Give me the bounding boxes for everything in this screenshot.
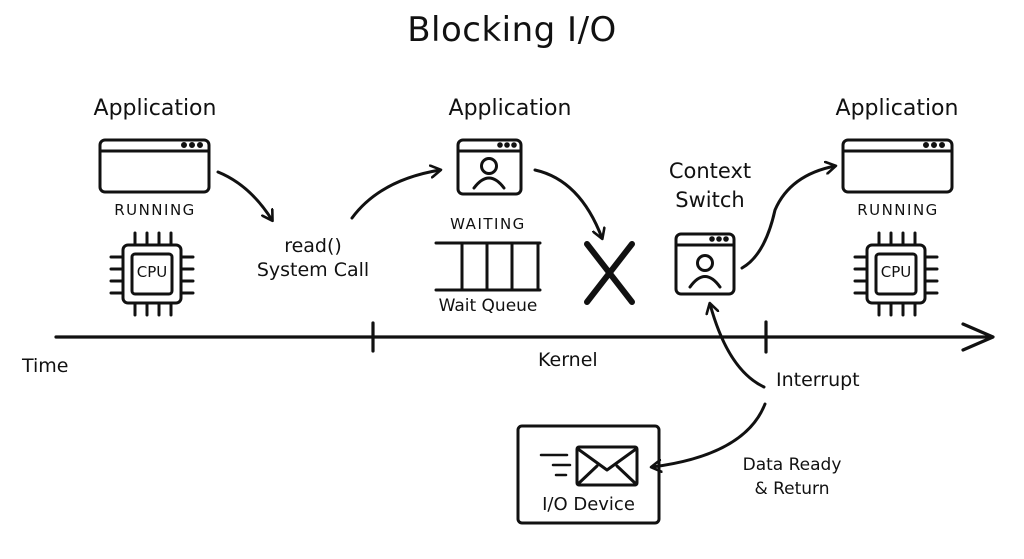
stage-3-app-label: Application [835,96,959,121]
interrupt-arrow [710,304,766,389]
stage-3-state: RUNNING [857,201,939,219]
app-window-icon [841,138,954,194]
time-label: Time [22,355,69,377]
context-switch-window-icon [674,232,736,296]
wait-queue-label: Wait Queue [438,296,538,316]
interrupt-label: Interrupt [776,369,860,391]
stage-1-cpu-label: CPU [136,263,168,281]
data-ready-line-2: & Return [754,479,830,499]
cpu-icon [853,231,939,317]
arrow-to-block [533,168,602,238]
arrow-to-syscall [216,170,272,220]
x-icon [584,241,635,305]
diagram-title: Blocking I/O [407,10,617,50]
wait-queue-icon [434,241,542,292]
app-window-icon [98,138,211,194]
data-ready-line-1: Data Ready [742,455,842,475]
stage-3-cpu-label: CPU [880,263,912,281]
context-switch-line-2: Switch [675,188,745,212]
io-device-icon [516,424,661,525]
stage-1-state: RUNNING [114,201,196,219]
app-user-window-icon [456,138,523,196]
stage-2-app-label: Application [448,96,572,121]
arrow-to-waiting-app [350,170,440,220]
stage-1-app-label: Application [93,96,217,121]
io-device-label: I/O Device [542,494,635,515]
envelope-icon [575,445,639,487]
stage-2-state: WAITING [450,215,526,233]
syscall-line-2: System Call [256,259,370,281]
timeline-axis [54,320,995,354]
syscall-line-1: read() [284,235,342,257]
arrow-to-running-app [740,166,835,270]
context-switch-line-1: Context [668,159,752,183]
data-ready-arrow [652,402,767,467]
cpu-icon [109,231,195,317]
kernel-label: Kernel [538,349,598,371]
